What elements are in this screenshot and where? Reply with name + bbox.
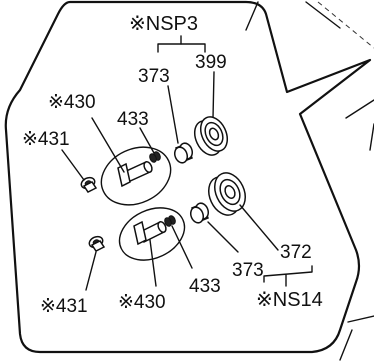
leader-431-top bbox=[61, 149, 85, 181]
label-373-bottom: 373 bbox=[232, 260, 264, 281]
leader-430-top bbox=[91, 117, 125, 173]
nsp3-bracket bbox=[157, 43, 206, 53]
label-431-bottom: ※431 bbox=[40, 296, 88, 317]
leader-373-bottom bbox=[207, 221, 239, 253]
sleeve-373-bottom bbox=[189, 202, 210, 224]
label-430-top: ※430 bbox=[48, 92, 96, 113]
bush-433-bottom bbox=[164, 215, 176, 227]
leader-372 bbox=[239, 204, 279, 251]
bush-433-top bbox=[149, 151, 161, 163]
label-372: 372 bbox=[280, 242, 312, 263]
leader-433-top bbox=[139, 127, 155, 154]
screw-431-bottom bbox=[88, 235, 106, 252]
bearing-372 bbox=[208, 172, 246, 216]
pin-430-bottom bbox=[133, 220, 167, 246]
label-373-top: 373 bbox=[138, 66, 170, 87]
screw-431-top bbox=[80, 176, 98, 193]
label-430-bottom: ※430 bbox=[118, 292, 166, 313]
label-431-top: ※431 bbox=[22, 129, 70, 150]
oval-lower bbox=[118, 207, 186, 261]
leader-430-bottom bbox=[149, 239, 157, 287]
label-433-bottom: 433 bbox=[189, 276, 221, 297]
label-399: 399 bbox=[195, 52, 227, 73]
oval-upper bbox=[100, 146, 172, 206]
leader-433-bottom bbox=[171, 225, 193, 269]
label-ns14: ※NS14 bbox=[256, 289, 323, 311]
leader-373-top bbox=[167, 85, 179, 144]
label-433-top: 433 bbox=[117, 109, 149, 130]
label-nsp3: ※NSP3 bbox=[129, 13, 198, 35]
bearing-399 bbox=[193, 116, 229, 156]
callout-outline bbox=[4, 0, 372, 354]
ns14-bracket bbox=[263, 265, 313, 283]
leader-431-bottom bbox=[85, 251, 97, 291]
background-detail bbox=[245, 1, 374, 361]
pin-430-top bbox=[117, 160, 153, 188]
sleeve-373-top bbox=[173, 142, 194, 164]
leader-399 bbox=[212, 71, 215, 119]
